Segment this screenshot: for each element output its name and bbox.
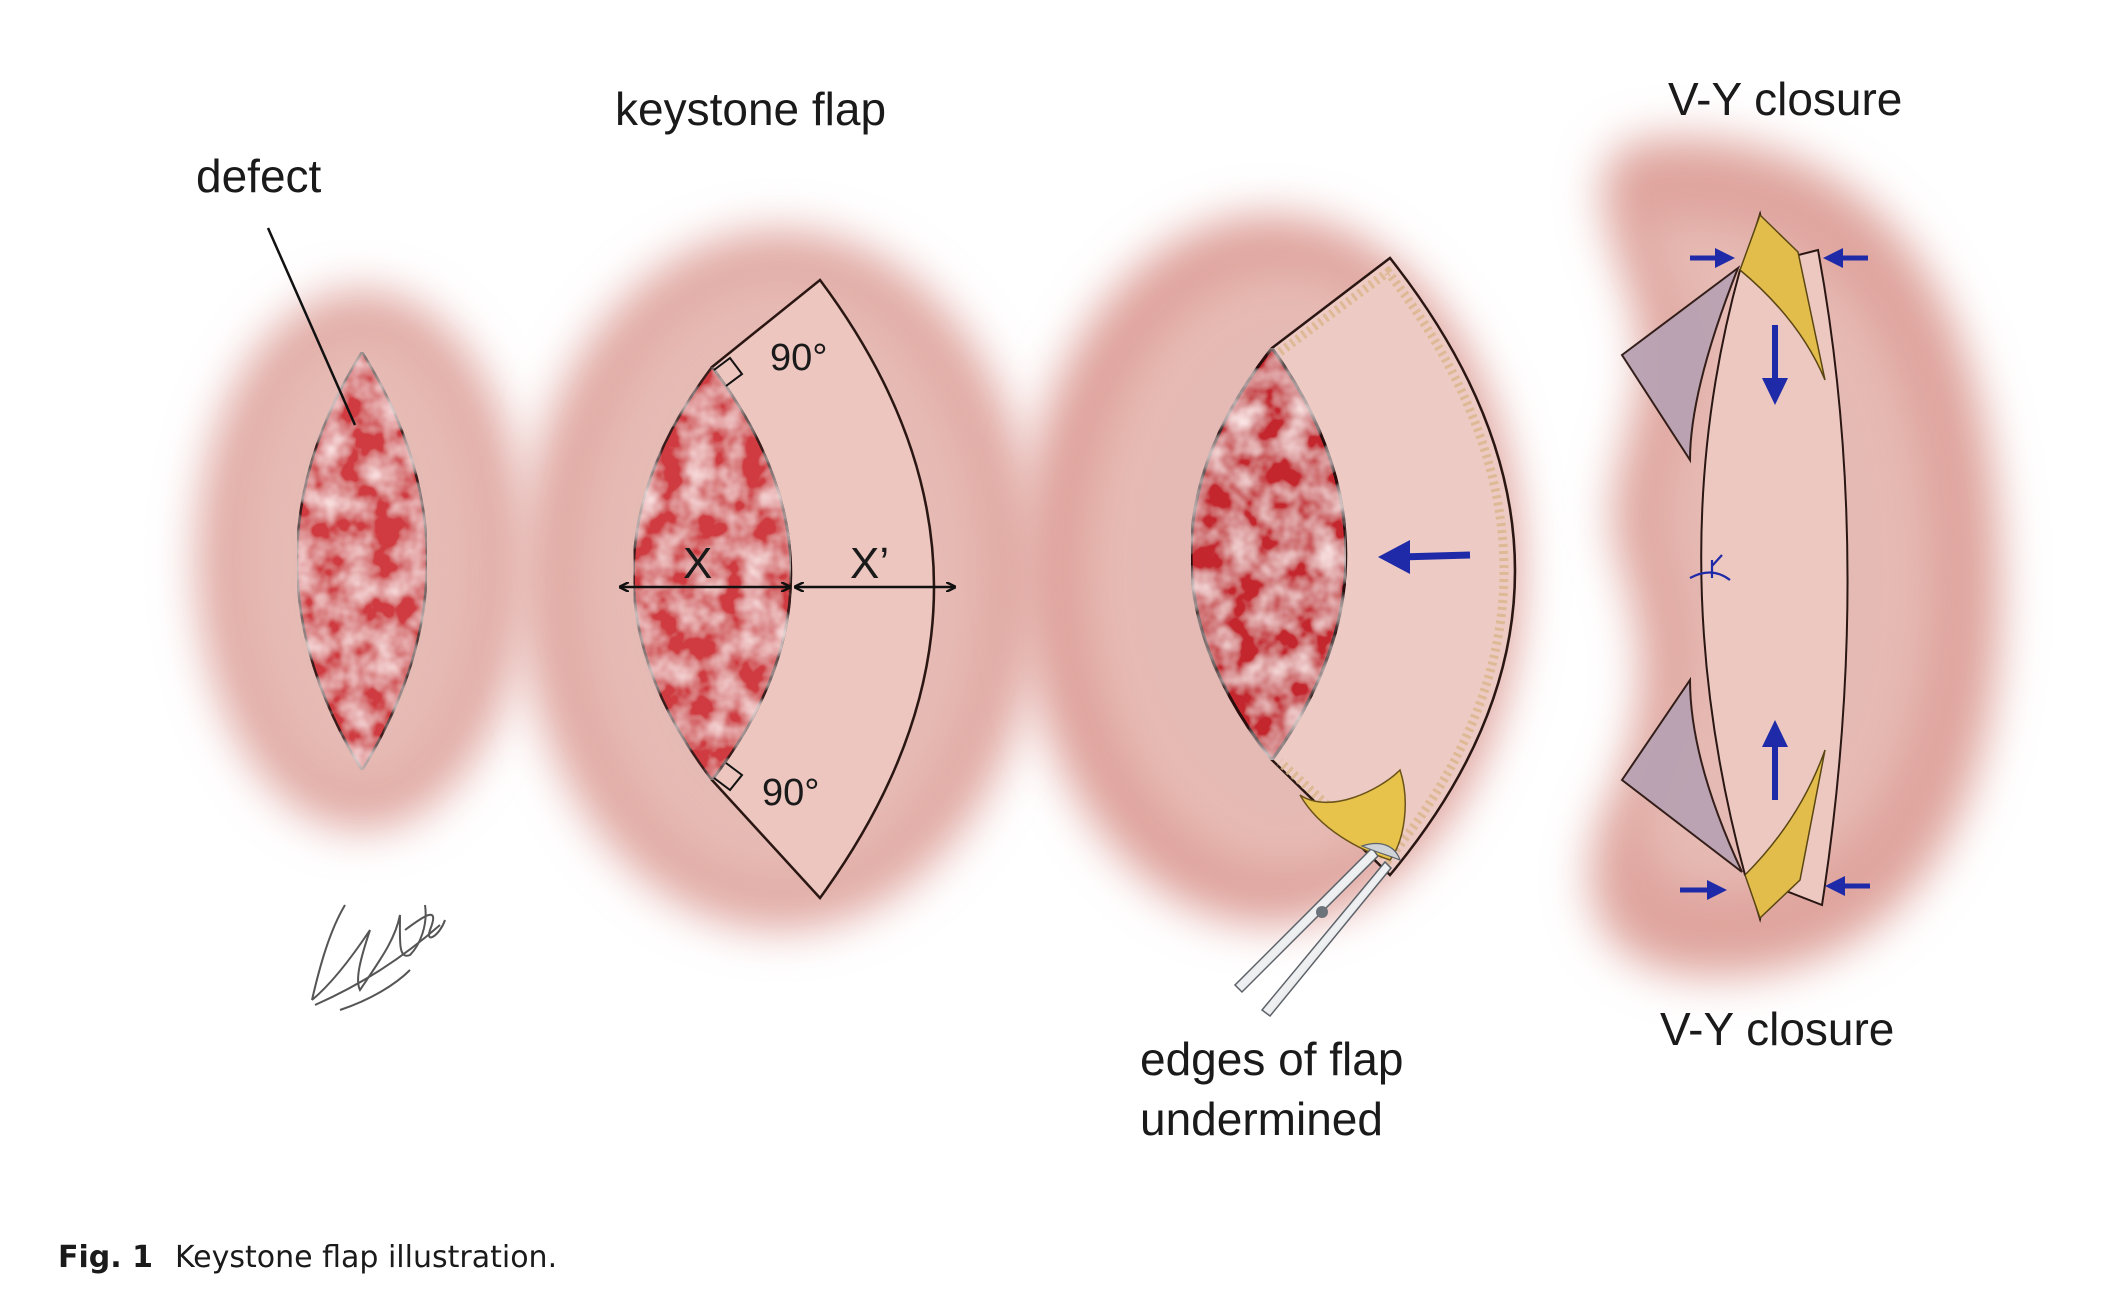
figure-number: Fig. 1 [58, 1240, 153, 1275]
panel-keystone-flap: 90° 90° X X’ keystone flap [520, 83, 1040, 930]
vy-tissue-bottom [1620, 676, 1743, 873]
vy-crescent-body [1700, 248, 1849, 907]
artist-signature [311, 904, 446, 1011]
x-prime-label: X’ [850, 539, 889, 588]
undermined-label-line2: undermined [1140, 1093, 1383, 1145]
angle-label-bottom: 90° [762, 772, 819, 814]
right-angle-top [713, 356, 744, 387]
defect-pointer-line [266, 227, 357, 426]
panel-defect: defect [196, 150, 527, 830]
panel-vy-closure: V-Y closure V-Y closure [1590, 73, 2001, 1055]
keystone-flap-title: keystone flap [615, 83, 886, 135]
panel-undermined: edges of flap undermined [1020, 215, 1520, 1145]
vy-fat-top [1739, 213, 1826, 381]
undermined-label-line1: edges of flap [1140, 1033, 1403, 1085]
vy-closure-top-label: V-Y closure [1668, 73, 1902, 125]
figure-caption-text: Keystone flap illustration. [174, 1240, 558, 1275]
vy-closure-bottom-label: V-Y closure [1660, 1003, 1894, 1055]
advancement-arrow [1378, 540, 1471, 574]
defect-lens [295, 349, 429, 773]
angle-label-top: 90° [770, 337, 827, 379]
vy-tissue-top [1620, 265, 1741, 464]
keystone-defect-lens [632, 364, 793, 783]
x-label: X [683, 539, 712, 588]
undermined-defect-lens [1189, 345, 1348, 763]
vy-arrows [1680, 248, 1870, 900]
right-angle-bottom [713, 762, 744, 792]
figure-caption: Fig. 1 Keystone flap illustration. [58, 1240, 557, 1275]
scissors-icon [1233, 842, 1401, 1018]
vy-fat-bottom [1744, 749, 1826, 920]
suture-mark [1689, 554, 1731, 581]
defect-label: defect [196, 150, 322, 202]
exposed-fat-bottom [1299, 768, 1406, 861]
undermined-edge-fat [1276, 265, 1509, 867]
